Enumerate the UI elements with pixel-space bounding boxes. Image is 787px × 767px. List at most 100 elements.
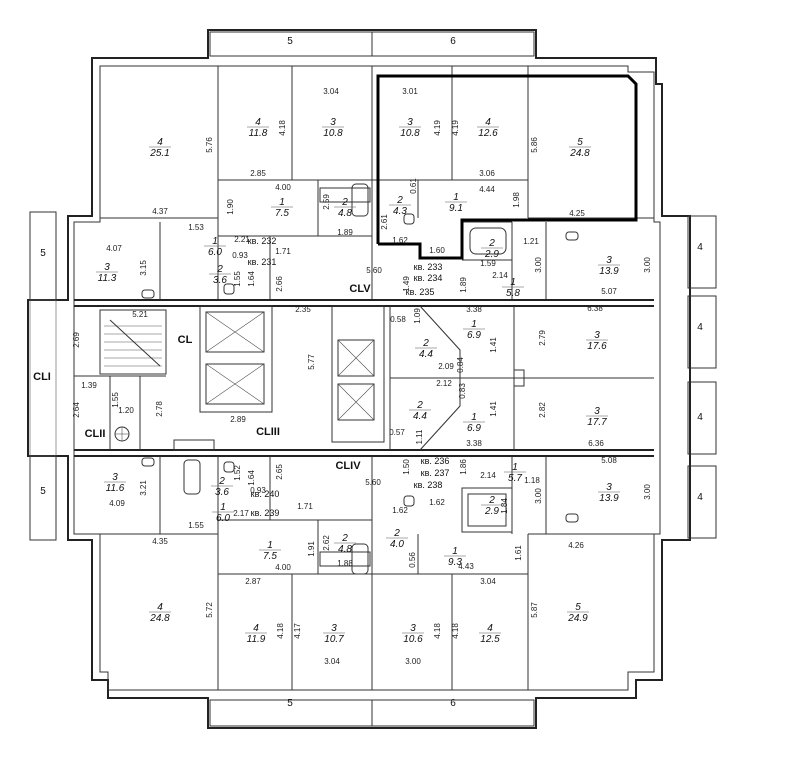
room-number: 3 [331,623,337,634]
dimension-value: 5.08 [601,456,617,465]
dimension-value: 1.60 [429,246,445,255]
room-area: 11.9 [247,634,266,645]
room-area: 10.6 [403,634,423,645]
dimension-value: 2.21 [234,235,250,244]
room-number: 1 [267,540,273,551]
room-number: 4 [487,623,493,634]
apartment-number: кв. 234 [414,273,443,283]
dimension-value: 3.15 [139,260,148,276]
dimension-value: 4.09 [109,499,125,508]
dimension-value: 1.52 [233,465,242,481]
room-area: 3.6 [215,487,229,498]
room-area: 6.0 [208,247,222,258]
dimension-value: 3.21 [139,480,148,496]
dimension-value: 2.64 [72,402,81,418]
room-area: 6.9 [467,330,481,341]
stairs [104,319,162,367]
dimension-value: 1.41 [489,401,498,417]
dimension-value: 1.64 [247,271,256,287]
room-area: 4.0 [390,539,404,550]
dimension-value: 2.78 [155,401,164,417]
dimension-value: 1.84 [500,498,509,514]
dimension-value: 2.61 [380,214,389,230]
room-number: 2 [488,495,495,506]
room-number: 1 [512,462,518,473]
dimension-value: 1.71 [275,247,291,256]
balcony-label: 4 [697,492,703,503]
dimension-value: 3.00 [643,257,652,273]
room-number: 1 [471,319,477,330]
dimension-value: 2.69 [72,332,81,348]
apartment-number: кв. 237 [421,468,450,478]
room-area: 24.9 [567,613,588,624]
dimension-value: 4.37 [152,207,168,216]
dimension-value: 2.17 [233,509,249,518]
dimension-value: 4.19 [451,120,460,136]
room-number: 4 [253,623,259,634]
dimension-value: 2.87 [245,577,261,586]
room-area: 24.8 [569,148,590,159]
room-number: 2 [488,238,495,249]
room-area: 10.8 [400,128,420,139]
apartment-number: кв. 233 [414,262,443,272]
section-label-cl: CL [178,334,193,346]
dimension-value: 1.55 [233,271,242,287]
room-number: 2 [396,195,403,206]
room-number: 2 [341,197,348,208]
dimension-value: 3.38 [466,439,482,448]
dimension-value: 3.01 [402,87,418,96]
room-number: 2 [422,338,429,349]
dimension-value: 5.76 [205,137,214,153]
room-number: 2 [393,528,400,539]
dimension-value: 1.55 [188,521,204,530]
room-number: 5 [577,137,583,148]
dimension-value: 1.86 [459,459,468,475]
dimension-value: 1.49 [402,276,411,292]
room-area: 24.8 [149,613,170,624]
section-label-cli: CLI [33,371,51,383]
room-number: 4 [157,602,163,613]
room-number: 2 [341,533,348,544]
dimension-value: 5.87 [530,602,539,618]
dimension-value: 1.09 [413,308,422,324]
dimension-value: 4.00 [275,563,291,572]
section-label-clv: CLV [349,283,371,295]
dimension-value: 2.62 [322,535,331,551]
dimension-value: 1.91 [307,541,316,557]
room-number: 1 [453,192,459,203]
room-number: 3 [410,623,416,634]
dimension-value: 2.14 [492,271,508,280]
dimension-value: 4.18 [451,623,460,639]
dimension-value: 3.04 [480,577,496,586]
dimension-value: 1.20 [118,406,134,415]
room-number: 3 [606,482,612,493]
balcony-label: 5 [287,36,293,47]
room-labels: 425.1411.8310.8310.8412.6524.817.524.824… [96,117,620,645]
apartment-number: кв. 232 [248,236,277,246]
dimension-value: 4.18 [433,623,442,639]
dimension-value: 3.00 [534,257,543,273]
partitions [74,66,654,690]
room-area: 11.3 [98,273,117,284]
room-area: 3.6 [213,275,227,286]
dimension-value: 1.71 [297,502,313,511]
room-area: 11.8 [249,128,268,139]
balcony-label: 5 [287,698,293,709]
room-number: 4 [485,117,491,128]
dimension-value: 5.60 [365,478,381,487]
dimension-value: 4.18 [276,623,285,639]
apartment-number: кв. 231 [248,257,277,267]
dimension-value: 2.85 [250,169,266,178]
apartment-number: кв. 235 [406,287,435,297]
room-area: 4.3 [393,206,407,217]
dimension-value: 5.86 [530,137,539,153]
dimension-value: 4.26 [568,541,584,550]
dimension-value: 1.11 [415,429,424,445]
room-number: 1 [212,236,218,247]
dimension-value: 1.50 [402,459,411,475]
dimension-value: 1.90 [226,199,235,215]
balcony-label: 6 [450,698,456,709]
